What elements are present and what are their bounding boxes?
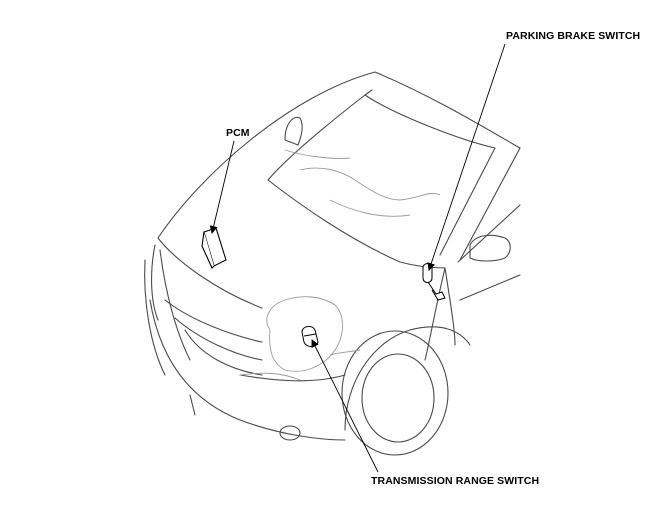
pcm-label: PCM [226,127,250,139]
parking-brake-switch-label: PARKING BRAKE SWITCH [506,30,641,42]
parking-brake-leader-line [427,43,506,271]
transmission-range-switch-label: TRANSMISSION RANGE SWITCH [371,475,540,487]
engine-phantom-lines [239,149,441,381]
vehicle-outline [144,71,521,456]
transmission-range-switch-part [301,325,319,347]
pcm-leader-line [209,140,235,234]
transmission-range-leader-line [311,339,379,473]
pcm-unit [201,227,227,269]
leader-lines [209,43,506,473]
